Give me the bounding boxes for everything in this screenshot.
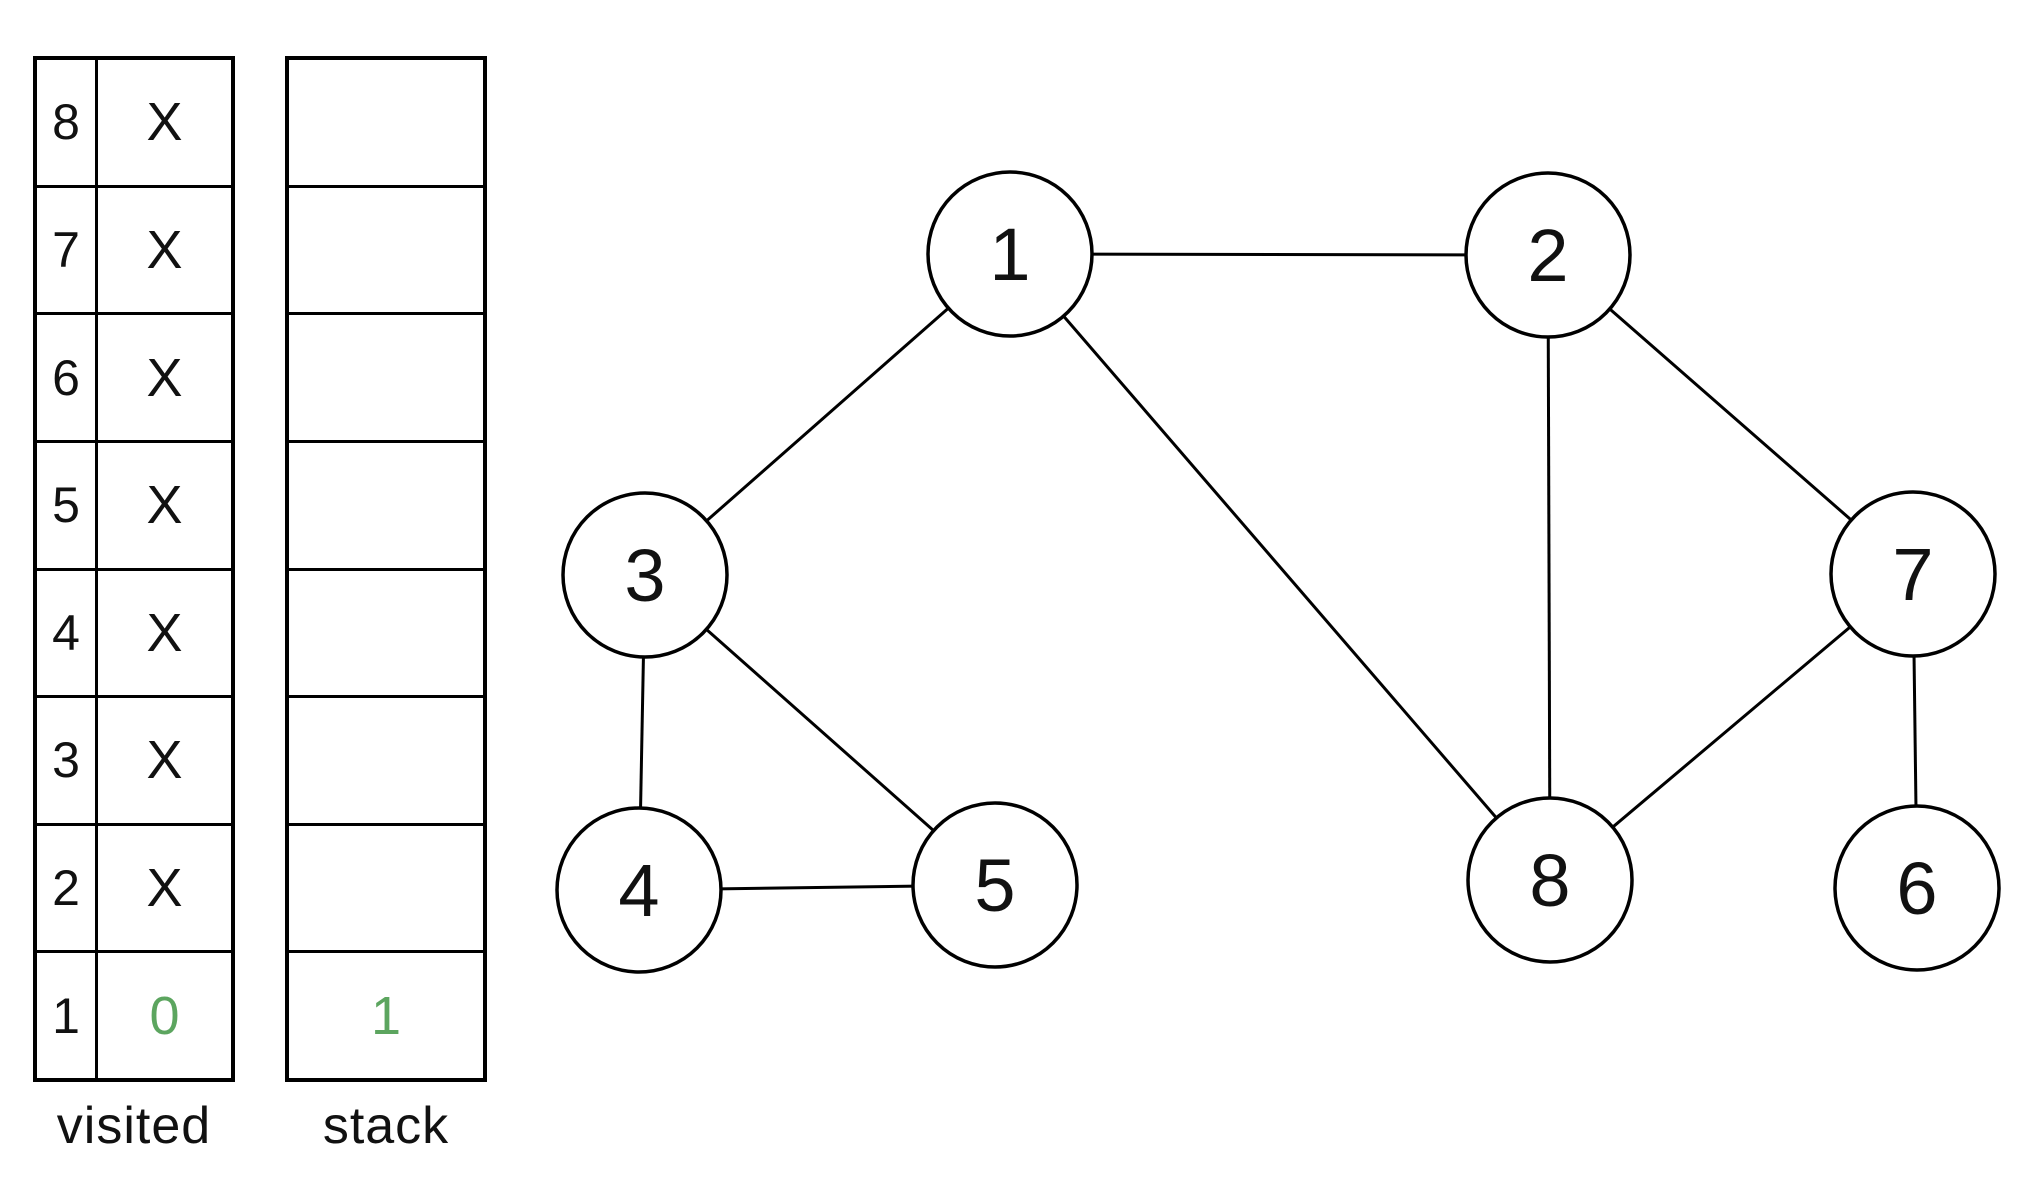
- node-label-4: 4: [618, 849, 659, 932]
- node-label-3: 3: [624, 534, 665, 617]
- graph-node-3: 3: [561, 491, 729, 659]
- visited-value-cell: X: [146, 730, 183, 791]
- node-circle-6: [1833, 804, 2001, 972]
- node-label-6: 6: [1896, 847, 1937, 930]
- visited-label: visited: [56, 1097, 212, 1155]
- node-circle-2: [1464, 171, 1632, 339]
- graph-node-7: 7: [1829, 490, 1997, 658]
- graph-node-8: 8: [1466, 796, 1634, 964]
- node-circle-7: [1829, 490, 1997, 658]
- visited-value-cell: X: [146, 92, 183, 153]
- node-label-8: 8: [1529, 839, 1570, 922]
- graph-edge-1-8: [1008, 253, 1552, 881]
- visited-value-cell: X: [146, 602, 183, 663]
- node-circle-4: [555, 806, 723, 974]
- stack-row-2: [289, 822, 483, 951]
- visited-value-cell: X: [146, 219, 183, 280]
- node-circle-8: [1466, 796, 1634, 964]
- graph-node-5: 5: [911, 801, 1079, 969]
- stack-row-1: 1: [289, 950, 483, 1078]
- visited-index-cell: 7: [37, 187, 98, 313]
- visited-index-cell: 1: [37, 953, 98, 1078]
- node-label-2: 2: [1527, 214, 1568, 297]
- node-circle-1: [926, 170, 1094, 338]
- visited-index-cell: 6: [37, 315, 98, 440]
- stack-table: 1: [285, 56, 487, 1082]
- node-circle-5: [911, 801, 1079, 969]
- stack-label: stack: [322, 1097, 450, 1155]
- visited-value-cell: X: [146, 858, 183, 919]
- visited-index-cell: 2: [37, 825, 98, 951]
- visited-index-cell: 3: [37, 698, 98, 823]
- node-circle-3: [561, 491, 729, 659]
- stack-row-4: [289, 567, 483, 696]
- graph-edge-1-2: [1009, 252, 1549, 257]
- visited-index-cell: 8: [37, 60, 98, 185]
- node-label-1: 1: [989, 213, 1030, 296]
- stack-row-7: [289, 184, 483, 313]
- stack-row-3: [289, 695, 483, 823]
- graph-node-6: 6: [1833, 804, 2001, 972]
- node-label-7: 7: [1892, 533, 1933, 616]
- visited-value-cell: X: [146, 347, 183, 408]
- stack-row-6: [289, 312, 483, 440]
- graph-edge-2-8: [1546, 254, 1552, 881]
- visited-index-cell: 5: [37, 442, 98, 568]
- visited-value-cell: X: [146, 475, 183, 536]
- graph-node-1: 1: [926, 170, 1094, 338]
- node-label-5: 5: [974, 844, 1015, 927]
- stack-value-cell: 1: [370, 985, 402, 1046]
- graph-node-2: 2: [1464, 171, 1632, 339]
- stack-row-5: [289, 439, 483, 568]
- visited-index-cell: 4: [37, 570, 98, 696]
- visited-value-cell: 0: [149, 985, 180, 1046]
- graph-node-4: 4: [555, 806, 723, 974]
